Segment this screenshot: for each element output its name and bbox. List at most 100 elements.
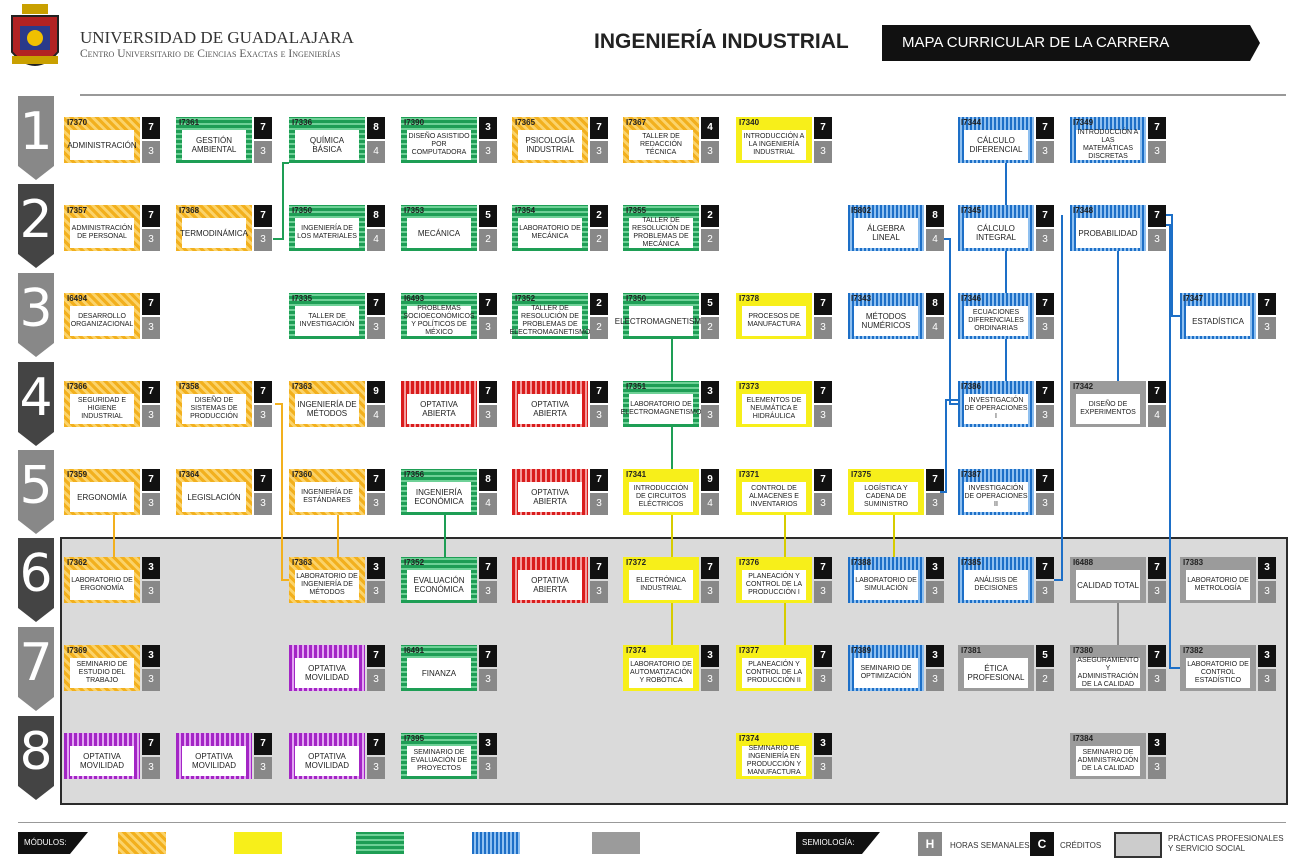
- course-hours: 5: [701, 293, 719, 315]
- course-code: I7346: [961, 294, 982, 303]
- course-hours: 3: [1258, 645, 1276, 667]
- course-credits: 3: [142, 229, 160, 251]
- course-name: LABORATORIO DE INGENIERÍA DE MÉTODOS: [295, 570, 359, 600]
- semiology-tag: SEMIOLOGÍA:: [796, 832, 880, 854]
- course-code: I7384: [1073, 734, 1094, 743]
- course-hours: 2: [590, 205, 608, 227]
- course-credits: 3: [1258, 317, 1276, 339]
- course-hours: 3: [926, 645, 944, 667]
- course-credits: 4: [479, 493, 497, 515]
- course-code: I7358: [179, 382, 200, 391]
- course-hours: 7: [367, 469, 385, 491]
- course-credits: 3: [814, 493, 832, 515]
- course-hours: 7: [1148, 205, 1166, 227]
- course-module-color: OPTATIVA ABIERTA: [512, 557, 588, 603]
- course-hours: 7: [479, 645, 497, 667]
- course-hours: 7: [590, 381, 608, 403]
- course-name: SEMINARIO DE ADMINISTRACIÓN DE LA CALIDA…: [1076, 746, 1140, 776]
- course-code: I7383: [1183, 558, 1204, 567]
- course-credits: 3: [254, 229, 272, 251]
- course-credits: 3: [701, 405, 719, 427]
- course-code: I7354: [515, 206, 536, 215]
- course-name: ESTADÍSTICA: [1186, 306, 1250, 336]
